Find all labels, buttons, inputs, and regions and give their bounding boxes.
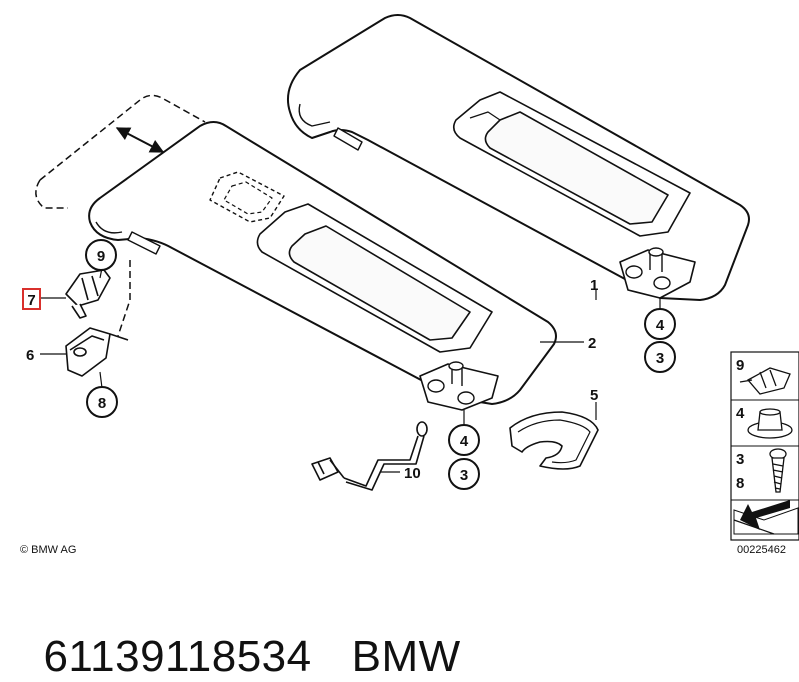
diagram-id: 00225462 (737, 544, 786, 556)
svg-text:3: 3 (460, 467, 468, 484)
legend-screw-icon (769, 448, 787, 493)
callout-8: 8 (86, 386, 118, 418)
callout-9: 9 (85, 239, 117, 271)
part-number-footer: 61139118534 BMW (18, 582, 461, 682)
callout-3-rear: 3 (644, 341, 676, 373)
svg-text:4: 4 (656, 317, 665, 334)
legend-nut-icon (747, 408, 793, 439)
legend-label-3: 3 (736, 451, 744, 468)
sun-visor-front (88, 121, 557, 411)
svg-text:9: 9 (97, 248, 105, 265)
svg-text:4: 4 (460, 433, 469, 450)
legend-label-9: 9 (736, 357, 744, 374)
callout-7-highlighted: 7 (22, 288, 41, 310)
clip-support (65, 327, 129, 377)
callout-3-front: 3 (448, 458, 480, 490)
callout-4-rear: 4 (644, 308, 676, 340)
extension-arrow (115, 127, 165, 153)
visor-clip (65, 269, 111, 319)
callout-10: 10 (404, 465, 421, 482)
callout-2: 2 (588, 335, 596, 352)
callout-4-front: 4 (448, 424, 480, 456)
sun-visor-rear (287, 14, 750, 301)
part-number: 61139118534 (43, 632, 312, 681)
svg-text:8: 8 (98, 395, 106, 412)
cover-cap (509, 411, 599, 470)
brand-name: BMW (351, 632, 461, 681)
legend-direction-arrow-icon (733, 500, 799, 535)
cable-harness (311, 421, 428, 491)
extension-dashed-outline (35, 94, 206, 337)
callout-5: 5 (590, 387, 598, 404)
legend-clip-icon (739, 367, 791, 395)
svg-text:7: 7 (27, 292, 35, 309)
callout-6: 6 (26, 347, 34, 364)
legend-label-4: 4 (736, 405, 745, 422)
legend-label-8: 8 (736, 475, 744, 492)
copyright-text: © BMW AG (20, 544, 76, 556)
callout-1: 1 (590, 277, 598, 294)
svg-text:3: 3 (656, 350, 664, 367)
hardware-legend: 9 4 3 8 (730, 351, 799, 541)
